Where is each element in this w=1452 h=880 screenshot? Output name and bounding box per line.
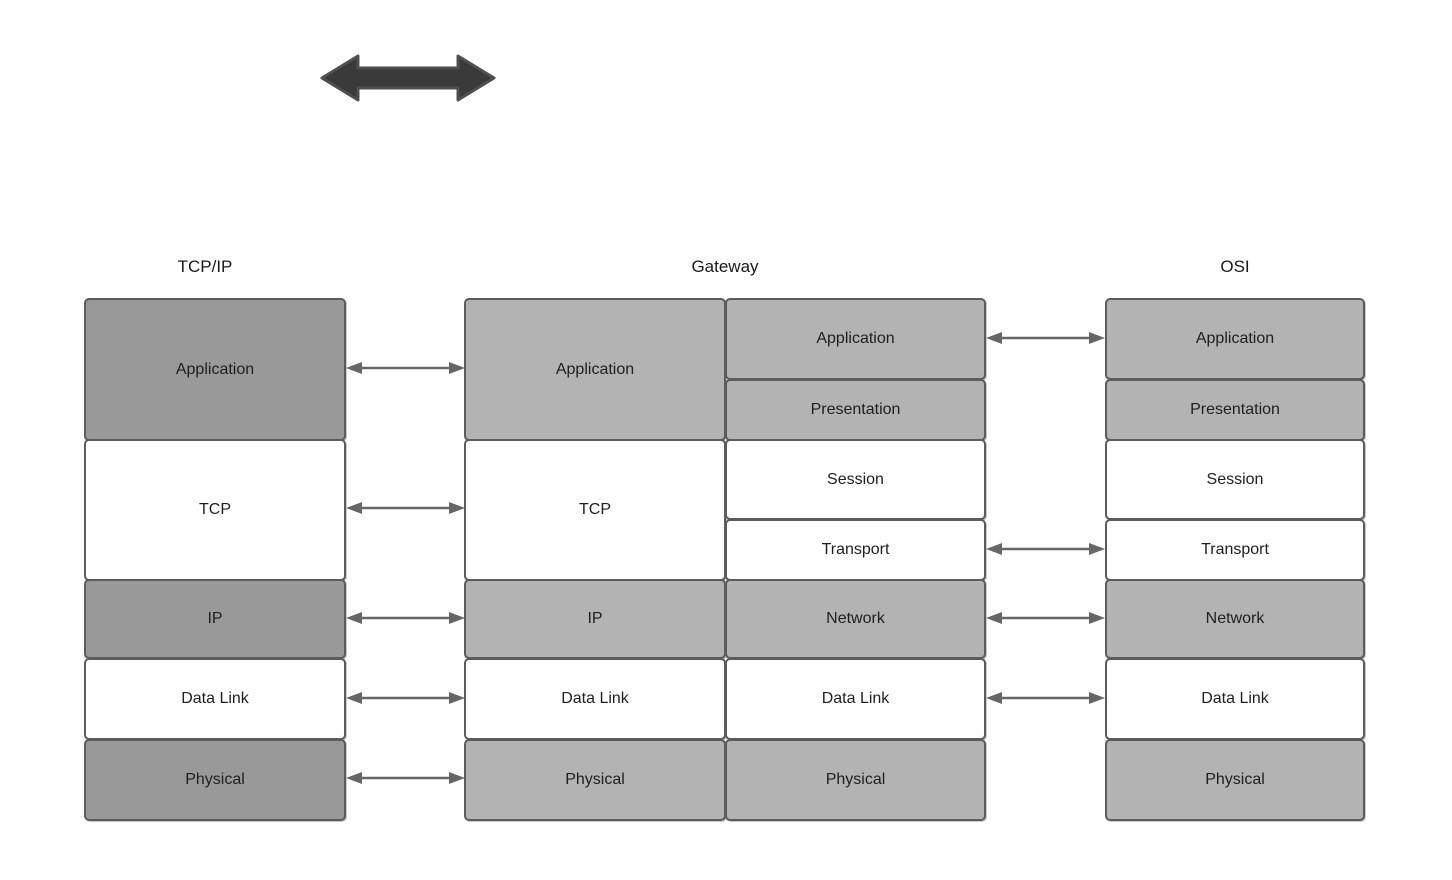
gateway-right-layer-application[interactable]: Application — [725, 298, 986, 380]
tcpip-layer-application[interactable]: Application — [84, 298, 346, 441]
osi-layer-network[interactable]: Network — [1105, 579, 1365, 659]
connector-tcpip-gateway-physical — [346, 772, 465, 784]
gateway-right-layer-physical[interactable]: Physical — [725, 739, 986, 821]
tcpip-layer-physical[interactable]: Physical — [84, 739, 346, 821]
column-header-tcpip: TCP/IP — [177, 257, 233, 276]
gateway-left-layer-physical[interactable]: Physical — [464, 739, 726, 821]
connector-gateway-osi-data-link — [986, 692, 1105, 704]
connector-tcpip-gateway-data-link — [346, 692, 465, 704]
osi-layer-presentation[interactable]: Presentation — [1105, 379, 1365, 441]
osi-layer-application[interactable]: Application — [1105, 298, 1365, 380]
connector-gateway-osi-application — [986, 332, 1105, 344]
connector-tcpip-gateway-tcp — [346, 502, 465, 514]
osi-layer-transport[interactable]: Transport — [1105, 519, 1365, 581]
connector-tcpip-gateway-application — [346, 362, 465, 374]
connector-tcpip-gateway-ip — [346, 612, 465, 624]
tcpip-layer-tcp[interactable]: TCP — [84, 439, 346, 581]
column-header-gateway: Gateway — [691, 257, 759, 276]
gateway-right-layer-network[interactable]: Network — [725, 579, 986, 659]
gateway-left-layer-tcp[interactable]: TCP — [464, 439, 726, 581]
osi-layer-data-link[interactable]: Data Link — [1105, 658, 1365, 740]
osi-layer-physical[interactable]: Physical — [1105, 739, 1365, 821]
gateway-right-layer-data-link[interactable]: Data Link — [725, 658, 986, 740]
gateway-left-layer-application[interactable]: Application — [464, 298, 726, 441]
gateway-left-layer-ip[interactable]: IP — [464, 579, 726, 659]
osi-layer-session[interactable]: Session — [1105, 439, 1365, 520]
gateway-right-layer-session[interactable]: Session — [725, 439, 986, 520]
gateway-left-layer-data-link[interactable]: Data Link — [464, 658, 726, 740]
legend-bidirectional-arrow — [320, 54, 496, 102]
tcpip-layer-ip[interactable]: IP — [84, 579, 346, 659]
gateway-right-layer-presentation[interactable]: Presentation — [725, 379, 986, 441]
tcpip-layer-data-link[interactable]: Data Link — [84, 658, 346, 740]
column-header-osi: OSI — [1220, 257, 1250, 276]
connector-gateway-osi-transport — [986, 543, 1105, 555]
gateway-right-layer-transport[interactable]: Transport — [725, 519, 986, 581]
connector-gateway-osi-network — [986, 612, 1105, 624]
